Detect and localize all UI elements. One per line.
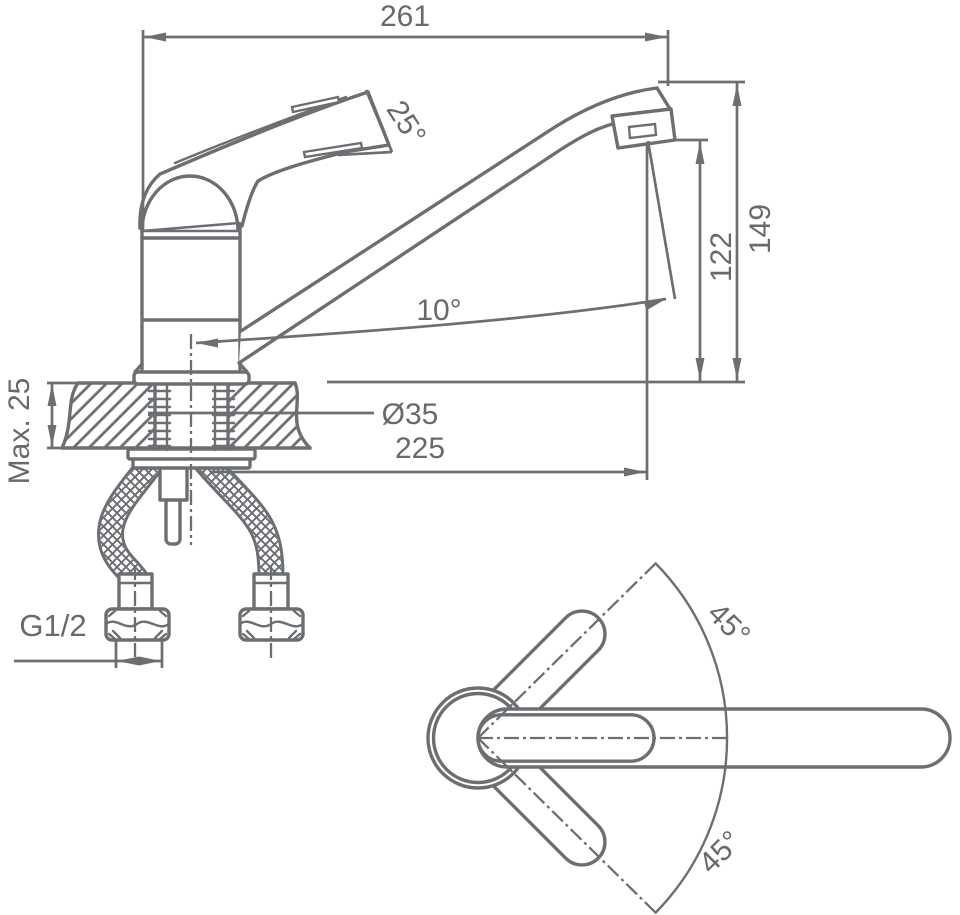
swivel-centerline-lower xyxy=(477,737,657,914)
dim-supply-thread: G1/2 xyxy=(14,565,273,668)
label-spout-tilt: 10° xyxy=(416,294,461,327)
label-spout-reach: 225 xyxy=(395,432,445,465)
dim-outlet-height: 122 xyxy=(676,138,738,381)
label-deck-thickness: Max. 25 xyxy=(3,378,36,485)
swivel-centerline-upper xyxy=(477,562,657,739)
mounting-shank xyxy=(147,382,236,452)
stud-collar xyxy=(158,463,189,502)
label-swivel-lower: 45° xyxy=(693,825,748,880)
mounting-stud xyxy=(164,496,182,546)
faucet-body xyxy=(132,221,251,386)
dim-overall-length: 261 xyxy=(141,0,670,230)
dome-cap xyxy=(140,174,240,233)
dim-spout-tilt: 10° xyxy=(195,140,677,348)
label-spout-height: 149 xyxy=(744,204,777,254)
top-view: 45° 45° xyxy=(426,562,952,914)
side-view: 261 25° 149 122 10° xyxy=(3,0,777,668)
supply-hose-left xyxy=(97,448,166,592)
label-supply-thread: G1/2 xyxy=(19,608,86,643)
supply-hose-right xyxy=(192,448,285,592)
label-outlet-height: 122 xyxy=(705,232,738,282)
dim-spout-height: 149 xyxy=(658,80,777,381)
dim-deck-thickness: Max. 25 xyxy=(3,378,57,485)
hose-fitting-left xyxy=(104,572,171,642)
dim-spout-reach: 225 xyxy=(210,144,649,480)
label-hole-diameter: Ø35 xyxy=(382,398,439,431)
deck-section xyxy=(47,381,312,450)
spout xyxy=(237,86,677,365)
label-overall-length: 261 xyxy=(380,0,430,33)
dim-hole-diameter: Ø35 xyxy=(148,398,438,431)
mounting-hardware xyxy=(126,447,257,546)
swivel-arc xyxy=(654,562,729,914)
